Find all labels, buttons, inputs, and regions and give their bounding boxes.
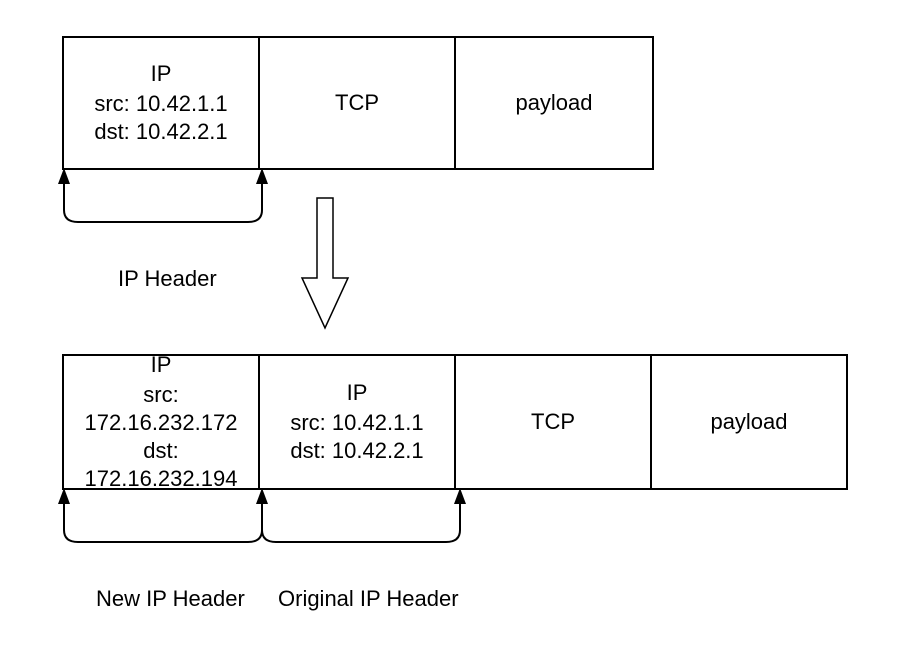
new-brace-left-arrowhead (58, 488, 70, 504)
original-ip-header-label: Original IP Header (278, 586, 459, 611)
top-ip-dst: dst: 10.42.2.1 (94, 119, 228, 144)
new-brace-right-arrowhead (256, 488, 268, 504)
new-ip-header-cell: IP src: 172.16.232.172 dst: 172.16.232.1… (64, 352, 260, 491)
bottom-payload-cell: payload (652, 356, 846, 488)
top-ip-title: IP (150, 61, 172, 86)
top-tcp-cell: TCP (260, 38, 456, 168)
orig-ip-title: IP (346, 380, 368, 405)
bottom-tcp-cell: TCP (456, 356, 652, 488)
new-ip-header-label: New IP Header (96, 586, 245, 611)
orig-ip-src: src: 10.42.1.1 (290, 410, 424, 435)
top-ip-header-brace (63, 172, 263, 223)
transform-down-arrow (300, 197, 350, 330)
top-packet: IP src: 10.42.1.1 dst: 10.42.2.1 TCP pay… (62, 36, 654, 170)
top-ip-header-cell: IP src: 10.42.1.1 dst: 10.42.2.1 (64, 38, 260, 168)
top-brace-right-arrowhead (256, 168, 268, 184)
top-payload-label: payload (515, 90, 593, 115)
new-ip-dst: dst: 172.16.232.194 (84, 438, 238, 491)
orig-ip-header-cell: IP src: 10.42.1.1 dst: 10.42.2.1 (260, 356, 456, 488)
top-brace-left-arrowhead (58, 168, 70, 184)
top-ip-src: src: 10.42.1.1 (94, 91, 228, 116)
top-tcp-label: TCP (335, 90, 379, 115)
new-ip-src: src: 172.16.232.172 (84, 382, 238, 435)
bottom-packet: IP src: 172.16.232.172 dst: 172.16.232.1… (62, 352, 848, 491)
bottom-tcp-label: TCP (531, 409, 575, 434)
orig-ip-dst: dst: 10.42.2.1 (290, 438, 424, 463)
orig-brace-right-arrowhead (454, 488, 466, 504)
bottom-payload-label: payload (710, 409, 788, 434)
top-payload-cell: payload (456, 38, 652, 168)
orig-ip-header-brace (261, 492, 461, 543)
new-ip-title: IP (150, 352, 172, 377)
ip-header-label: IP Header (118, 266, 217, 291)
new-ip-header-brace (63, 492, 263, 543)
